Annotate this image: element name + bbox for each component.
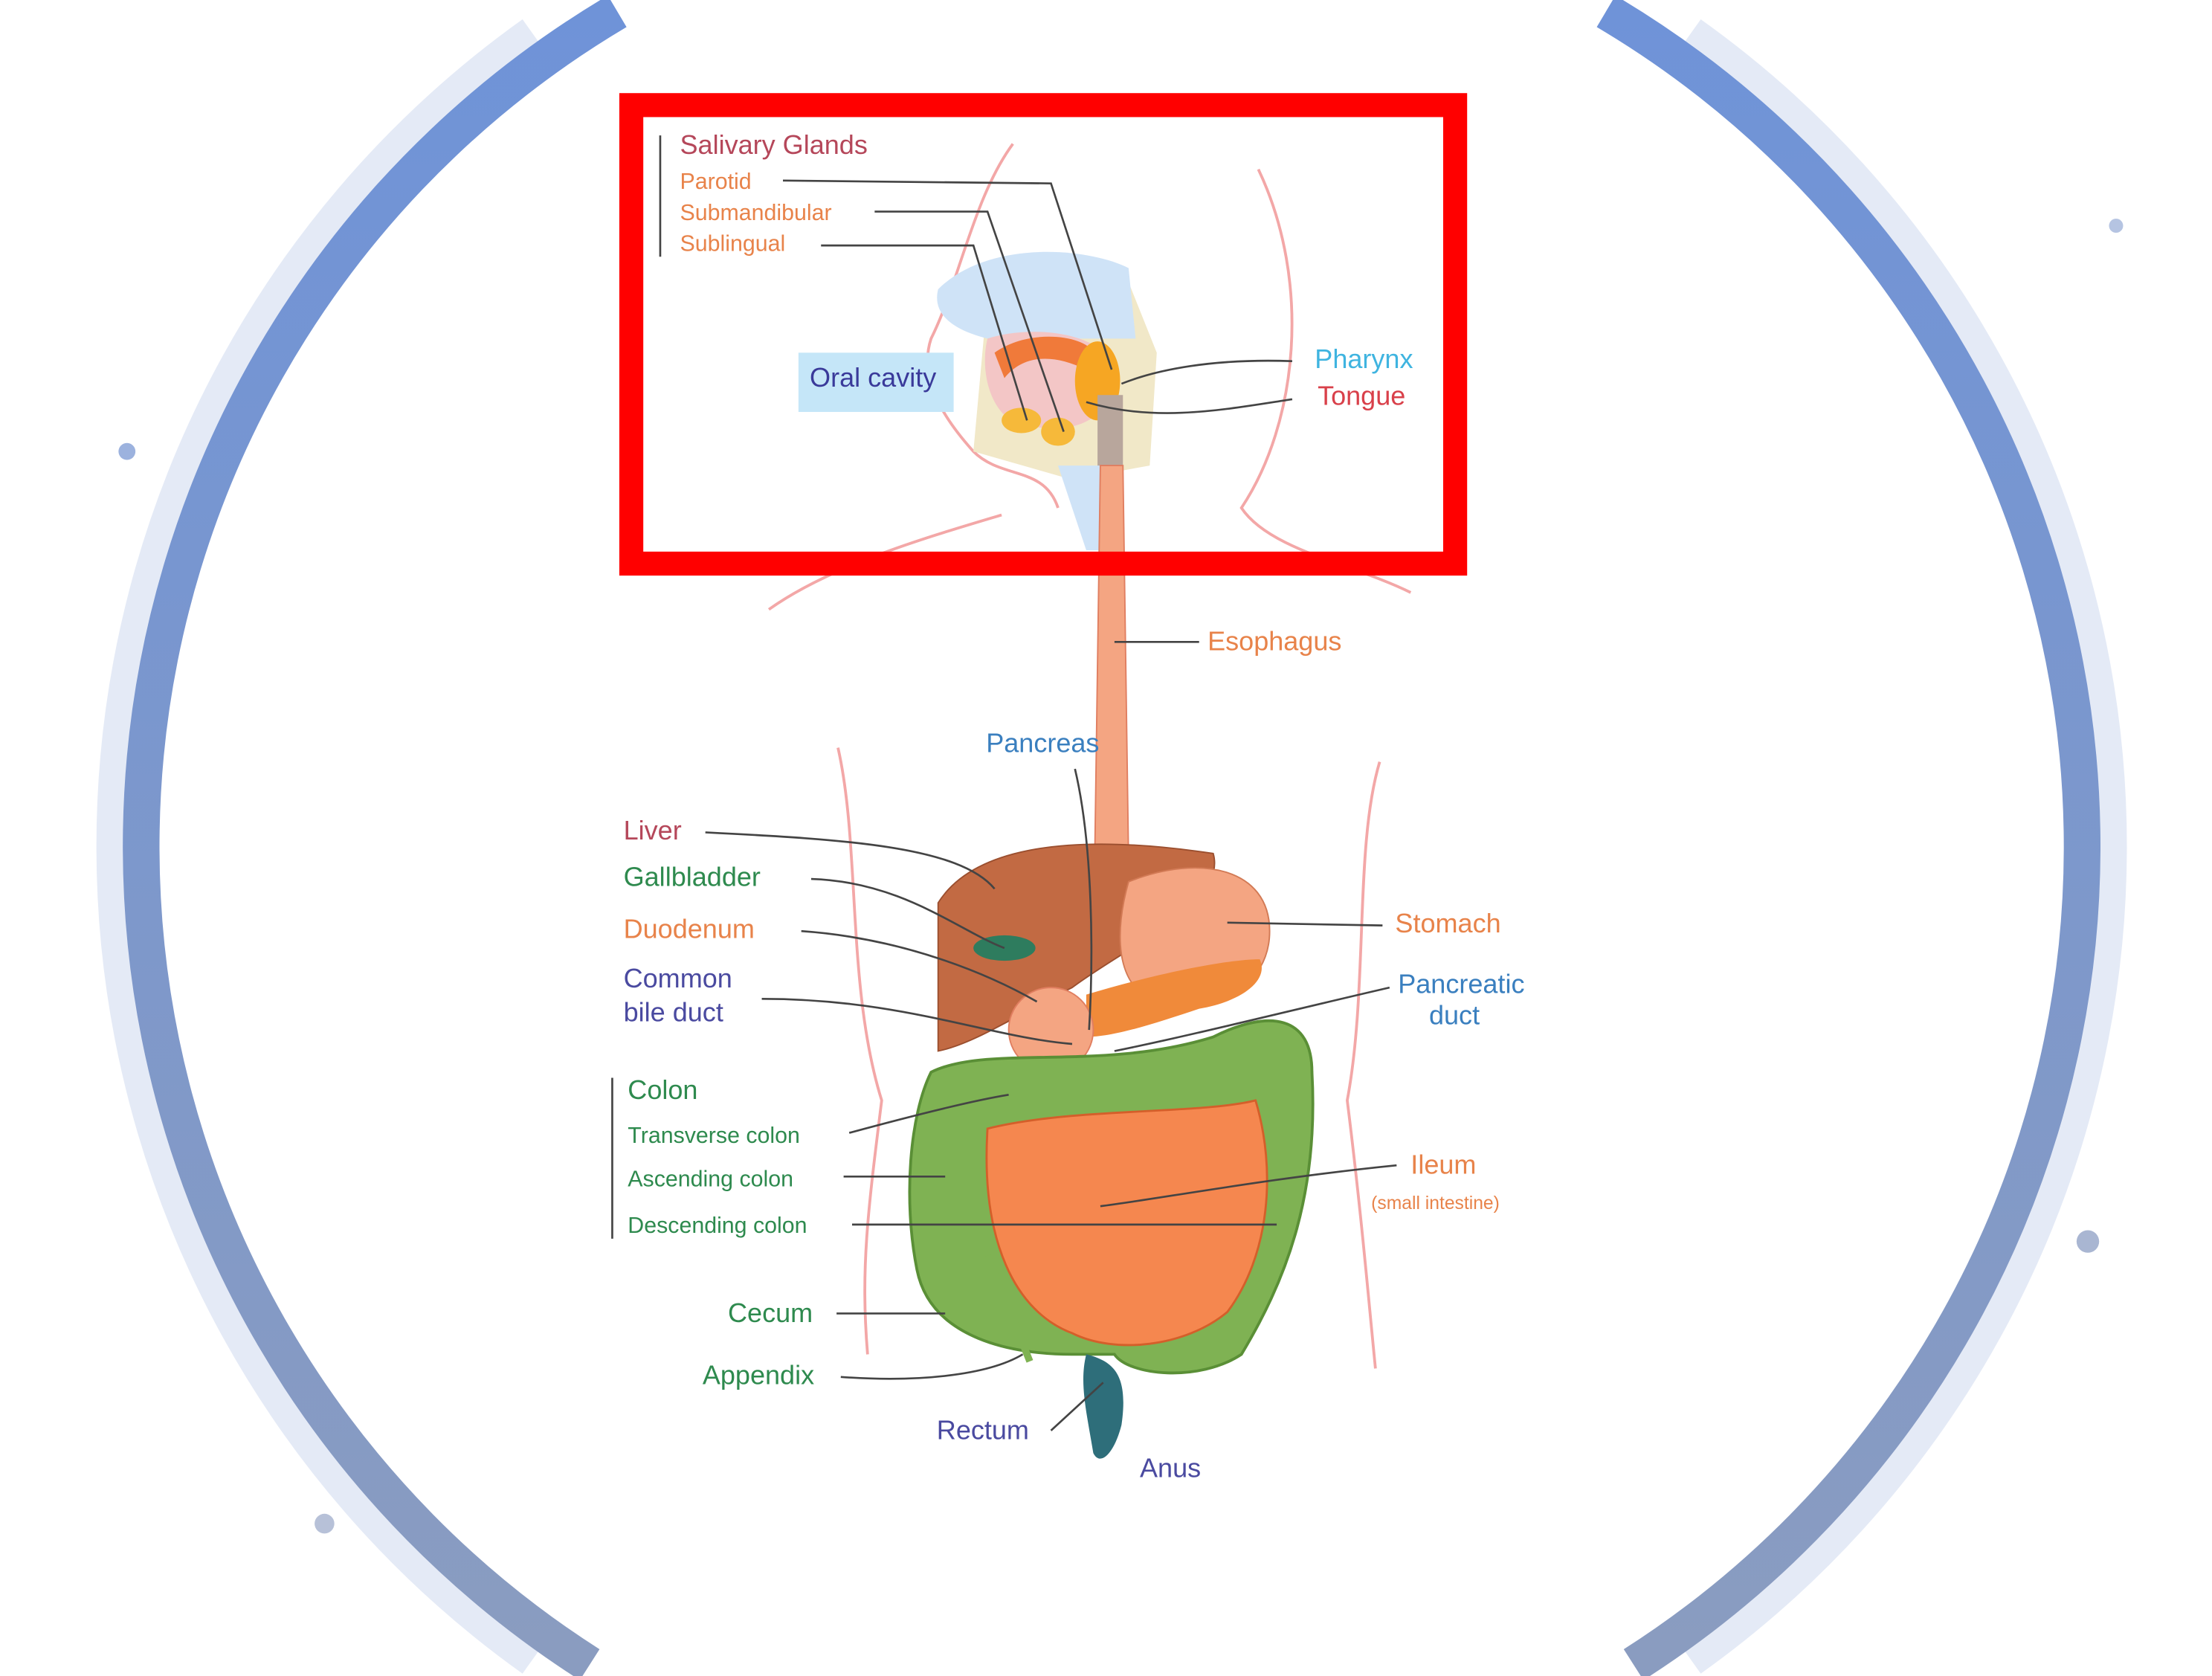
label-appendix: Appendix bbox=[703, 1359, 814, 1390]
label-parotid: Parotid bbox=[680, 170, 752, 194]
label-sublingual: Sublingual bbox=[680, 232, 786, 257]
watercolor-ring bbox=[96, 0, 2127, 1676]
highlight-box bbox=[619, 93, 1468, 576]
small-intestine bbox=[985, 1099, 1268, 1347]
label-pancreatic-duct-line2: duct bbox=[1429, 999, 1480, 1030]
label-anus: Anus bbox=[1140, 1452, 1201, 1483]
abdominal-organs bbox=[908, 843, 1315, 1459]
label-ascending-colon: Ascending colon bbox=[628, 1167, 793, 1192]
label-pancreatic-duct-line1: Pancreatic bbox=[1398, 969, 1524, 999]
oral-cavity-box bbox=[798, 352, 954, 413]
label-gallbladder: Gallbladder bbox=[624, 862, 761, 892]
label-oral-cavity: Oral cavity bbox=[810, 362, 936, 393]
label-duodenum: Duodenum bbox=[624, 914, 755, 944]
label-colon: Colon bbox=[628, 1074, 697, 1105]
pancreas bbox=[1086, 959, 1262, 1037]
label-ileum: Ileum bbox=[1410, 1150, 1476, 1180]
label-tongue: Tongue bbox=[1318, 381, 1405, 411]
label-stomach: Stomach bbox=[1395, 908, 1500, 938]
label-liver: Liver bbox=[624, 815, 682, 845]
label-pancreas: Pancreas bbox=[986, 727, 1099, 758]
label-transverse-colon: Transverse colon bbox=[628, 1124, 800, 1148]
label-salivary-glands: Salivary Glands bbox=[680, 129, 868, 160]
label-ileum-note: (small intestine) bbox=[1371, 1193, 1500, 1214]
label-esophagus: Esophagus bbox=[1207, 626, 1341, 657]
label-cecum: Cecum bbox=[728, 1298, 813, 1328]
label-common-bile-duct-line2: bile duct bbox=[624, 997, 723, 1028]
label-descending-colon: Descending colon bbox=[628, 1214, 807, 1238]
esophagus bbox=[1094, 465, 1129, 862]
label-rectum: Rectum bbox=[937, 1414, 1029, 1445]
leader-lines bbox=[611, 135, 1397, 1431]
label-pharynx: Pharynx bbox=[1315, 344, 1413, 374]
rectum bbox=[1083, 1354, 1123, 1459]
label-common-bile-duct-line1: Common bbox=[624, 963, 732, 993]
appendix bbox=[984, 1254, 1034, 1363]
label-submandibular: Submandibular bbox=[680, 201, 832, 225]
